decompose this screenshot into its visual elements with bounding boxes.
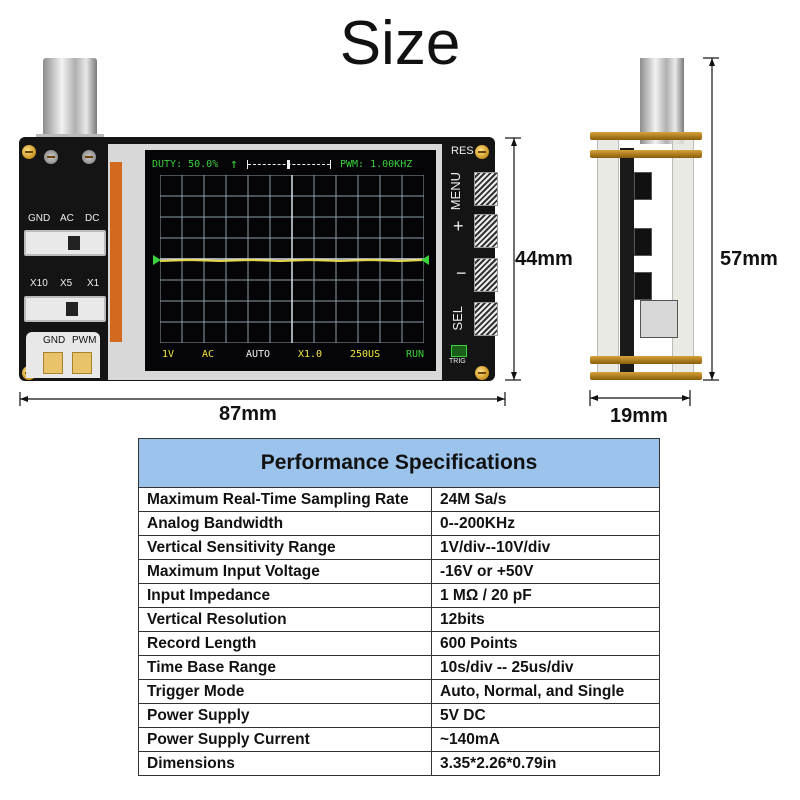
minus-button[interactable] [474, 258, 498, 292]
status-run: RUN [406, 349, 425, 360]
plus-button-label: + [453, 216, 464, 236]
spec-param: Input Impedance [138, 583, 432, 608]
dc-label: DC [85, 213, 100, 224]
gnd-pad [43, 352, 63, 374]
side-component [640, 300, 678, 338]
screen-position-bar [247, 160, 331, 169]
screw-icon [22, 145, 36, 159]
status-trigger-mode: AUTO [246, 349, 271, 360]
trigger-edge-icon: ↑ [230, 157, 238, 172]
gnd-label: GND [28, 213, 51, 224]
depth-dimension: 19mm [610, 405, 668, 427]
width-dimension: 87mm [219, 403, 277, 425]
probe-attenuation-switch[interactable] [24, 296, 106, 322]
pad-gnd-label: GND [43, 335, 66, 346]
table-row: Power Supply Current~140mA [138, 727, 660, 752]
x10-label: X10 [30, 278, 48, 289]
coupling-switch[interactable] [24, 230, 106, 256]
spec-value: 600 Points [431, 631, 660, 656]
scope-grid [160, 175, 424, 343]
channel-marker-icon [153, 255, 161, 265]
screen-pwm: PWM: 1.00KHZ [340, 159, 413, 170]
specs-header: Performance Specifications [138, 438, 660, 488]
spec-value: 12bits [431, 607, 660, 632]
standoff-top-2 [590, 150, 702, 158]
spec-param: Power Supply [138, 703, 432, 728]
spec-param: Record Length [138, 631, 432, 656]
menu-button[interactable] [474, 172, 498, 206]
trig-led-icon [451, 345, 467, 357]
spec-param: Vertical Sensitivity Range [138, 535, 432, 560]
spec-value: 10s/div -- 25us/div [431, 655, 660, 680]
side-component [634, 172, 652, 200]
page-title: Size [339, 9, 461, 78]
spec-param: Dimensions [138, 751, 432, 776]
status-probe: X1.0 [298, 349, 323, 360]
spec-param: Power Supply Current [138, 727, 432, 752]
x5-label: X5 [60, 278, 73, 289]
spec-value: 1V/div--10V/div [431, 535, 660, 560]
spec-value: 1 MΩ / 20 pF [431, 583, 660, 608]
pwm-pad [72, 352, 92, 374]
front-acrylic-plate [597, 132, 619, 374]
screw-icon [475, 145, 489, 159]
lcd-ribbon [110, 162, 122, 342]
spec-param: Time Base Range [138, 655, 432, 680]
spec-value: -16V or +50V [431, 559, 660, 584]
screen-duty: DUTY: 50.0% [152, 159, 219, 170]
spec-value: Auto, Normal, and Single [431, 679, 660, 704]
spec-param: Analog Bandwidth [138, 511, 432, 536]
status-coupling: AC [202, 349, 215, 360]
screw-icon [475, 366, 489, 380]
bnc-connector [43, 58, 97, 140]
trig-label: TRIG [449, 358, 466, 365]
screw-icon [44, 150, 58, 164]
standoff-top [590, 132, 702, 140]
side-component [634, 228, 652, 256]
spec-param: Maximum Real-Time Sampling Rate [138, 487, 432, 512]
spec-value: 24M Sa/s [431, 487, 660, 512]
spec-param: Trigger Mode [138, 679, 432, 704]
status-timebase: 250US [350, 349, 381, 360]
side-pcb [620, 148, 634, 380]
specs-table: Performance Specifications Maximum Real-… [138, 438, 660, 776]
sel-button[interactable] [474, 302, 498, 336]
pad-pwm-label: PWM [72, 335, 97, 346]
plus-button[interactable] [474, 214, 498, 248]
spec-value: 3.35*2.26*0.79in [431, 751, 660, 776]
standoff-bottom [590, 356, 702, 364]
spec-value: 5V DC [431, 703, 660, 728]
minus-button-label: − [456, 263, 467, 283]
height-dimension: 44mm [515, 248, 573, 270]
dimension-lines [19, 57, 719, 406]
table-row: Maximum Input Voltage-16V or +50V [138, 559, 660, 584]
spec-param: Vertical Resolution [138, 607, 432, 632]
standoff-bottom-2 [590, 372, 702, 380]
status-volts: 1V [162, 349, 175, 360]
ac-label: AC [60, 213, 74, 224]
res-label: RES [451, 145, 474, 157]
side-height-dimension: 57mm [720, 248, 778, 270]
spec-value: 0--200KHz [431, 511, 660, 536]
side-bnc-connector [640, 58, 684, 144]
x1-label: X1 [87, 278, 100, 289]
spec-value: ~140mA [431, 727, 660, 752]
screw-icon [82, 150, 96, 164]
side-component [634, 272, 652, 300]
trigger-level-icon [421, 255, 429, 265]
spec-param: Maximum Input Voltage [138, 559, 432, 584]
